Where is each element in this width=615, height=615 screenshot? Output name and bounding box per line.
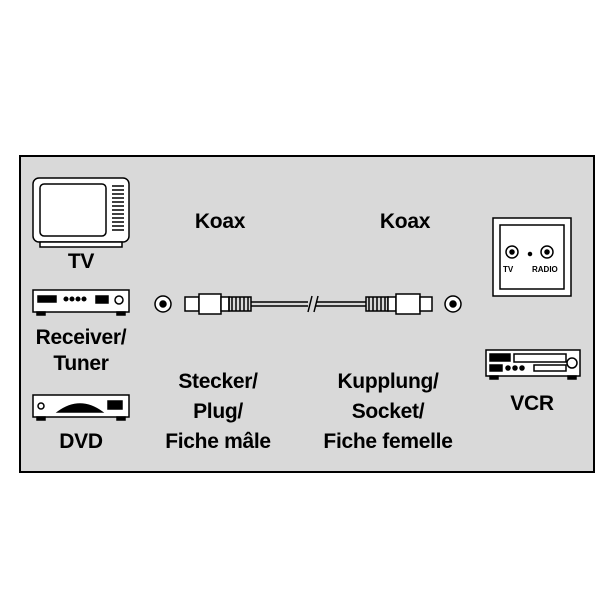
cable-panel — [141, 157, 479, 471]
socket-label-line1: Kupplung/ — [337, 370, 439, 393]
right-connector-type: Koax — [379, 210, 431, 233]
left-connector-type: Koax — [194, 210, 246, 233]
vcr-label: VCR — [510, 392, 554, 415]
target-devices-panel — [477, 157, 593, 471]
vcr-icon — [485, 349, 581, 380]
tv-label: TV — [67, 250, 95, 273]
coax-cable-icon — [184, 293, 433, 315]
receiver-icon — [32, 289, 130, 316]
plug-label-line1: Stecker/ — [178, 370, 258, 393]
receiver-label-line2: Tuner — [53, 352, 109, 375]
wall-socket-tv-label: TV — [503, 265, 514, 274]
receiver-label-line1: Receiver/ — [35, 326, 127, 349]
dvd-icon — [32, 394, 130, 421]
socket-label-line2: Socket/ — [351, 400, 425, 423]
coax-socket-left-icon — [154, 295, 172, 313]
tv-icon — [32, 177, 130, 248]
coax-socket-right-icon — [444, 295, 462, 313]
wall-socket-icon — [492, 217, 572, 297]
dvd-label: DVD — [59, 430, 103, 453]
socket-label-line3: Fiche femelle — [323, 430, 453, 453]
plug-label-line3: Fiche mâle — [165, 430, 271, 453]
plug-label-line2: Plug/ — [193, 400, 243, 423]
wall-socket-radio-label: RADIO — [532, 265, 558, 274]
